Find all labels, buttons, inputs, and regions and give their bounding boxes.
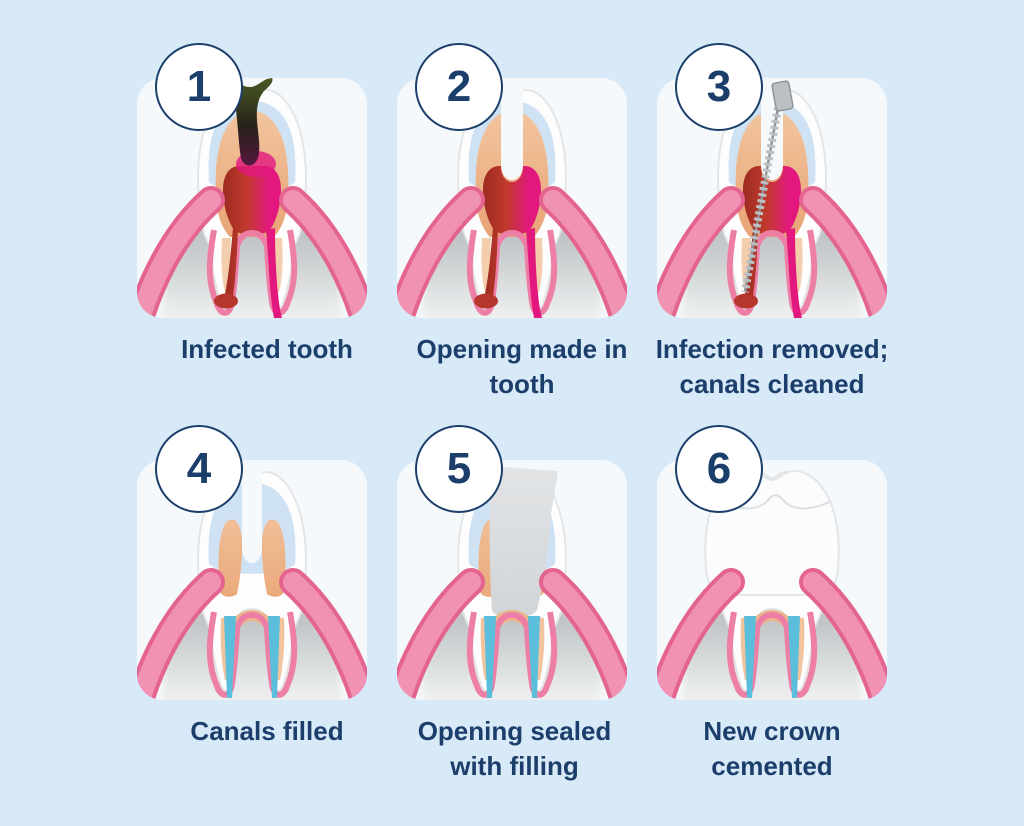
gutta-percha-fill [528, 616, 540, 698]
step-number: 5 [446, 444, 472, 493]
infected-canal [225, 228, 238, 296]
infected-canal [266, 228, 282, 318]
infected-canal [526, 228, 542, 318]
step-number: 3 [706, 62, 732, 111]
gum-ligament [206, 611, 298, 698]
step-1-illustration-panel [137, 78, 367, 318]
file-handle [771, 80, 794, 112]
step-6-caption: New crown cemented [703, 716, 841, 781]
unsealed-opening [242, 460, 262, 563]
gum-ligament [466, 229, 558, 316]
step-5-cell: 5 Opening sealed with filling [397, 425, 627, 826]
infected-pulp [483, 166, 541, 235]
step-2-caption: Opening made in tooth [416, 334, 628, 399]
step-1-caption: Infected tooth [181, 334, 353, 364]
step-number: 2 [446, 62, 472, 111]
gutta-percha-fill [268, 616, 280, 698]
step-4-cell: 4 Canals filled [137, 425, 367, 826]
gum-ligament [466, 611, 558, 698]
gutta-percha-fill [224, 616, 236, 698]
infected-canal [485, 228, 498, 296]
gutta-percha-fill [788, 616, 800, 698]
crown-cusp-line [722, 494, 830, 510]
step-4-number-badge: 4 [155, 425, 243, 513]
abscess [734, 293, 758, 309]
step-5-number-badge: 5 [415, 425, 503, 513]
step-3-cell: 3 Infection removed; canals cleaned [656, 43, 888, 460]
gutta-percha-fill [744, 616, 756, 698]
gum-ligament [206, 229, 298, 316]
step-number: 4 [186, 444, 212, 493]
step-2-cell: 2 Opening made in tooth [397, 43, 627, 460]
step-1-cell: 1 Infected tooth [137, 43, 367, 460]
steps-grid: 1 Infected tooth 2 Opening made in tooth [137, 43, 888, 826]
step-2-number-badge: 2 [415, 43, 503, 131]
step-number: 1 [186, 62, 212, 111]
gutta-percha-fill [484, 616, 496, 698]
step-5-illustration-panel [397, 460, 627, 700]
sealed-filling-icon [397, 466, 627, 700]
abscess [474, 293, 498, 309]
gum-ligament [726, 229, 818, 316]
root-canal-file-threads [741, 107, 782, 293]
tooth-file-cleaning-icon [657, 78, 887, 318]
infected-canal [786, 228, 802, 318]
dentin-horn [218, 519, 243, 597]
step-4-caption: Canals filled [190, 716, 344, 746]
step-3-number-badge: 3 [675, 43, 763, 131]
dentin-horn [261, 519, 286, 597]
step-number: 6 [706, 444, 732, 493]
step-1-number-badge: 1 [155, 43, 243, 131]
gum-ligament [726, 611, 818, 698]
access-opening [501, 78, 523, 180]
step-3-caption: Infection removed; canals cleaned [655, 334, 889, 399]
infected-pulp [223, 166, 281, 235]
abscess [214, 293, 238, 309]
step-5-caption: Opening sealed with filling [417, 716, 612, 781]
step-6-number-badge: 6 [675, 425, 763, 513]
step-6-cell: 6 New crown cemented [657, 425, 887, 826]
